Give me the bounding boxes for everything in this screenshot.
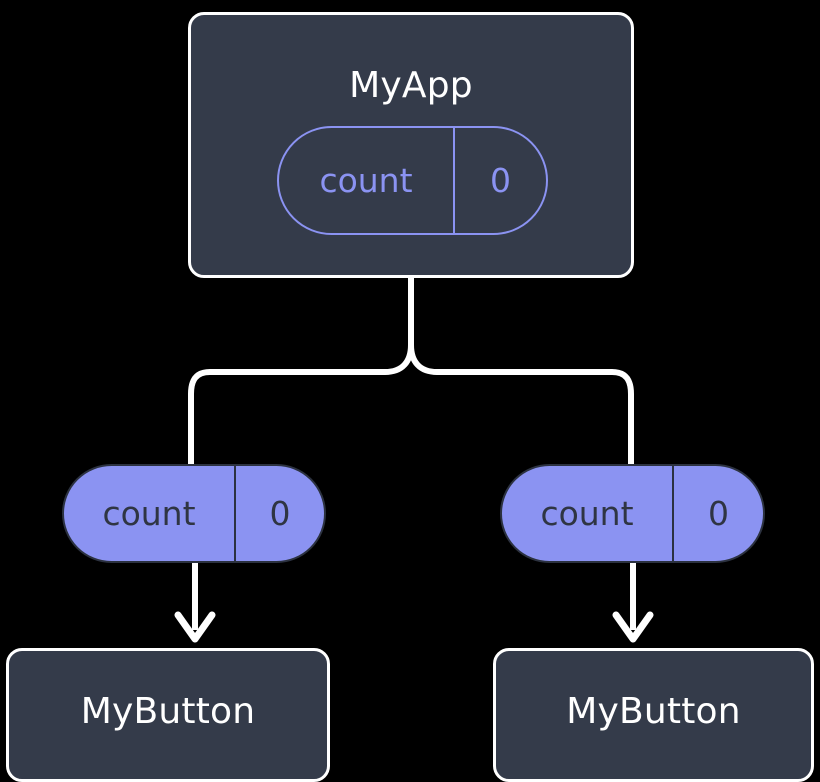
state-pill-myapp-value: 0 bbox=[453, 128, 546, 233]
state-pill-myapp-key: count bbox=[319, 161, 413, 200]
state-pill-child-left-value: 0 bbox=[234, 466, 324, 561]
node-mybutton-left-label: MyButton bbox=[80, 691, 256, 732]
state-pill-myapp[interactable]: count 0 bbox=[277, 126, 548, 235]
node-myapp-label: MyApp bbox=[349, 65, 473, 106]
node-mybutton-right[interactable]: MyButton bbox=[493, 648, 814, 782]
state-pill-child-left-key: count bbox=[102, 494, 196, 533]
edge-root-to-left-pill bbox=[188, 275, 414, 469]
arrowhead-right bbox=[612, 611, 654, 643]
arrowhead-left bbox=[174, 611, 216, 643]
state-pill-child-right[interactable]: count 0 bbox=[500, 464, 765, 563]
state-pill-child-left[interactable]: count 0 bbox=[62, 464, 326, 563]
state-pill-child-right-key: count bbox=[540, 494, 634, 533]
state-pill-child-right-value: 0 bbox=[672, 466, 763, 561]
node-mybutton-right-label: MyButton bbox=[566, 691, 741, 732]
node-mybutton-left[interactable]: MyButton bbox=[6, 648, 330, 782]
edge-root-to-right-pill bbox=[408, 275, 634, 469]
